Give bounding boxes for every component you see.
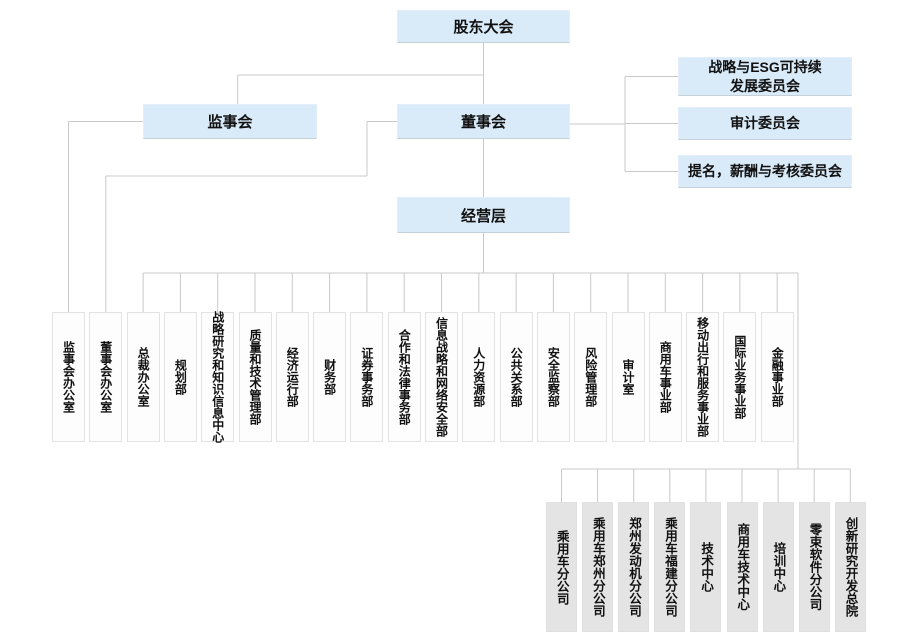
node-label: 董事会	[460, 114, 506, 131]
department-label: 董事会办公室	[98, 341, 113, 413]
department-box: 规划部	[163, 312, 197, 442]
department-box: 监事会办公室	[52, 312, 85, 442]
node-label: 股东大会	[453, 19, 514, 36]
department-box: 董事会办公室	[89, 312, 123, 442]
department-label: 移动出行和服务事业部	[695, 317, 710, 437]
node-label: 监事会	[207, 114, 253, 131]
department-label: 总裁办公室	[136, 347, 151, 407]
subsidiary-label: 培训中心	[771, 542, 786, 592]
department-box: 信息战略和网络安全部	[425, 312, 458, 442]
node-supervisory-board: 监事会	[143, 104, 317, 139]
department-box: 证券事务部	[350, 312, 384, 442]
department-box: 合作和法律事务部	[387, 312, 421, 442]
subsidiary-label: 技术中心	[699, 542, 714, 592]
department-box: 总裁办公室	[126, 312, 160, 442]
department-label: 公共关系部	[509, 347, 524, 407]
department-label: 合作和法律事务部	[397, 329, 412, 425]
department-label: 审计室	[621, 359, 635, 395]
node-label: 审计委员会	[730, 115, 800, 131]
department-box: 质量和技术管理部	[238, 312, 272, 442]
subsidiary-box: 技术中心	[690, 502, 722, 632]
node-management-layer: 经营层	[397, 197, 570, 233]
department-box: 移动出行和服务事业部	[686, 312, 720, 442]
subsidiary-box: 创新研究开发总院	[834, 502, 866, 632]
subsidiary-label: 商用车技术中心	[735, 523, 750, 611]
department-label: 质量和技术管理部	[248, 329, 262, 425]
department-label: 风险管理部	[583, 347, 598, 407]
subsidiary-label: 零束软件分公司	[807, 523, 822, 611]
department-box: 公共关系部	[499, 312, 533, 442]
subsidiary-box: 乘用车郑州分公司	[582, 502, 614, 632]
department-box: 安全监察部	[536, 312, 570, 442]
node-shareholders-meeting: 股东大会	[397, 10, 570, 43]
department-box: 战略研究和知识信息中心	[201, 311, 235, 443]
department-label: 人力资源部	[471, 347, 486, 407]
department-box: 财务部	[313, 312, 347, 442]
department-box: 经济运行部	[275, 312, 309, 442]
department-label: 经济运行部	[285, 347, 300, 407]
department-box: 商用车事业部	[648, 312, 682, 442]
subsidiary-label: 乘用车分公司	[554, 529, 569, 605]
department-box: 金融事业部	[760, 312, 794, 442]
department-label: 规划部	[173, 359, 188, 395]
node-committee-audit: 审计委员会	[678, 107, 852, 140]
department-box: 国际业务事业部	[723, 312, 757, 442]
subsidiary-label: 乘用车郑州分公司	[590, 517, 605, 617]
node-label: 发展委员会	[730, 77, 800, 94]
node-committee-nomination-remuneration: 提名，薪酬与考核委员会	[678, 155, 852, 188]
department-label: 监事会办公室	[61, 341, 76, 413]
subsidiary-box: 乘用车分公司	[546, 502, 577, 632]
department-label: 战略研究和知识信息中心	[210, 311, 225, 443]
node-label: 战略与ESG可持续	[708, 58, 822, 75]
node-label: 提名，薪酬与考核委员会	[688, 163, 842, 179]
subsidiary-label: 郑州发动机分公司	[626, 517, 641, 617]
department-box: 审计室	[611, 312, 645, 442]
department-label: 安全监察部	[546, 347, 561, 407]
node-label: 经营层	[460, 207, 506, 225]
subsidiary-box: 培训中心	[762, 502, 794, 632]
node-board-of-directors: 董事会	[397, 104, 570, 139]
subsidiary-label: 创新研究开发总院	[843, 517, 858, 617]
subsidiary-box: 乘用车福建分公司	[654, 502, 686, 632]
department-label: 信息战略和网络安全部	[434, 317, 449, 437]
department-label: 商用车事业部	[658, 341, 673, 413]
department-box: 风险管理部	[574, 312, 608, 442]
department-label: 证券事务部	[359, 347, 374, 407]
department-label: 财务部	[322, 359, 337, 395]
department-box: 人力资源部	[462, 312, 496, 442]
node-committee-strategy-esg: 战略与ESG可持续 发展委员会	[678, 57, 852, 96]
subsidiary-box: 商用车技术中心	[726, 502, 758, 632]
subsidiary-label: 乘用车福建分公司	[663, 517, 678, 617]
department-label: 国际业务事业部	[732, 335, 747, 419]
department-label: 金融事业部	[770, 347, 785, 407]
subsidiary-box: 零束软件分公司	[798, 502, 830, 632]
subsidiary-box: 郑州发动机分公司	[618, 502, 650, 632]
